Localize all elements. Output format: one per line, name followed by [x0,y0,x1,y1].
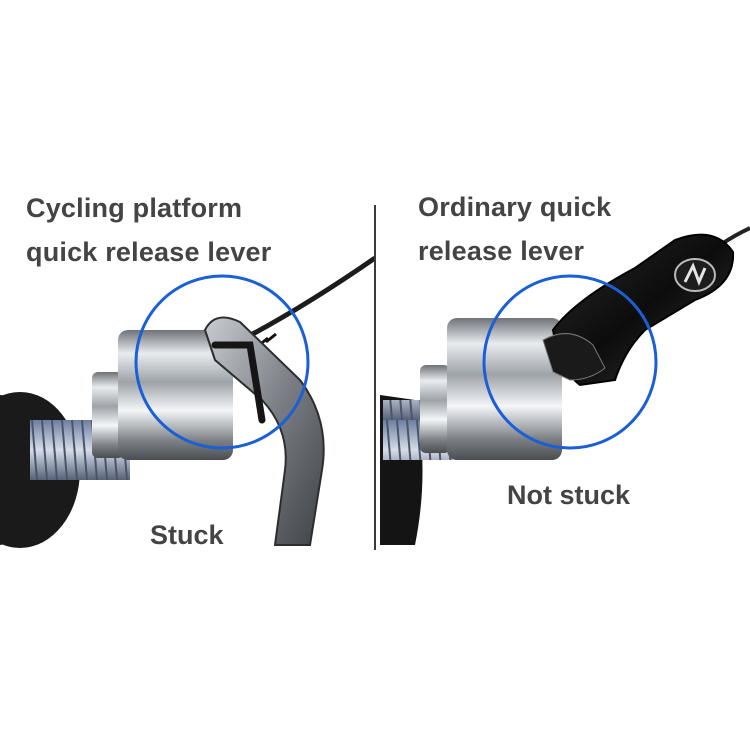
left-comparison-panel: Cycling platform quick release lever Stu… [0,186,375,550]
right-comparison-panel: Ordinary quick release lever Not stuck [375,0,750,750]
left-title-line2: quick release lever [26,237,272,267]
highlight-circle [134,274,310,450]
left-title-line1: Cycling platform [26,193,243,223]
right-title-line2: release lever [418,236,585,266]
right-caption: Not stuck [507,480,631,510]
left-caption: Stuck [150,520,224,550]
right-title-line1: Ordinary quick [418,192,612,222]
right-photo [380,226,750,545]
panel-divider [374,205,376,550]
left-title: Cycling platform quick release lever [26,186,271,274]
highlight-circle [482,274,658,450]
right-title: Ordinary quick release lever [418,185,611,273]
left-photo [0,255,375,548]
